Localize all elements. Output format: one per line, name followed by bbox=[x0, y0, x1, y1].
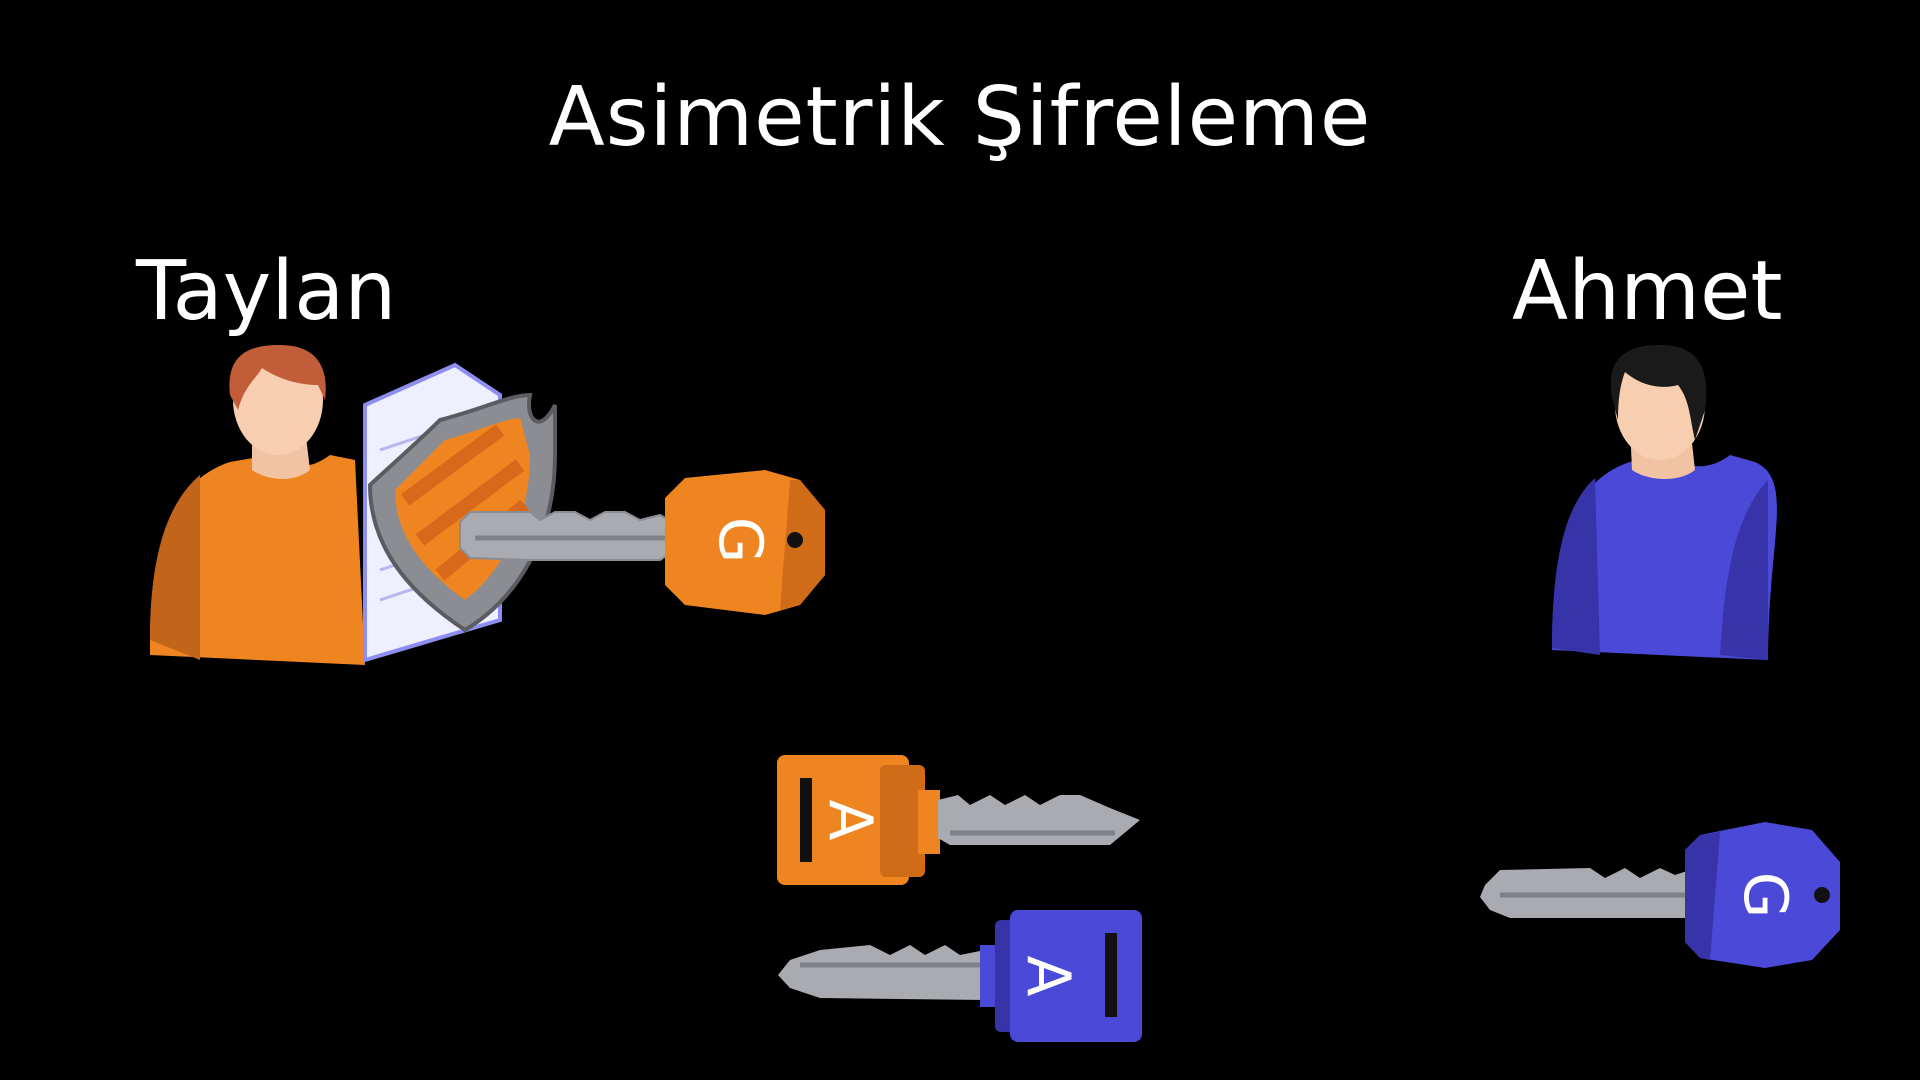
person-name-left: Taylan bbox=[136, 244, 397, 339]
page-title: Asimetrik Şifreleme bbox=[548, 70, 1372, 165]
person-avatar-left bbox=[150, 345, 365, 665]
public-key-orange: A bbox=[777, 755, 1140, 885]
public-key-blue: A bbox=[778, 910, 1142, 1042]
public-key-label-blue: A bbox=[1013, 955, 1083, 996]
private-key-orange-left: G bbox=[459, 470, 825, 615]
person-avatar-right bbox=[1552, 345, 1777, 660]
person-name-right: Ahmet bbox=[1512, 244, 1783, 339]
public-key-label-orange: A bbox=[815, 799, 885, 840]
private-key-label-right: G bbox=[1730, 872, 1800, 919]
private-key-label-left: G bbox=[705, 517, 775, 564]
private-key-blue-right: G bbox=[1480, 822, 1840, 968]
